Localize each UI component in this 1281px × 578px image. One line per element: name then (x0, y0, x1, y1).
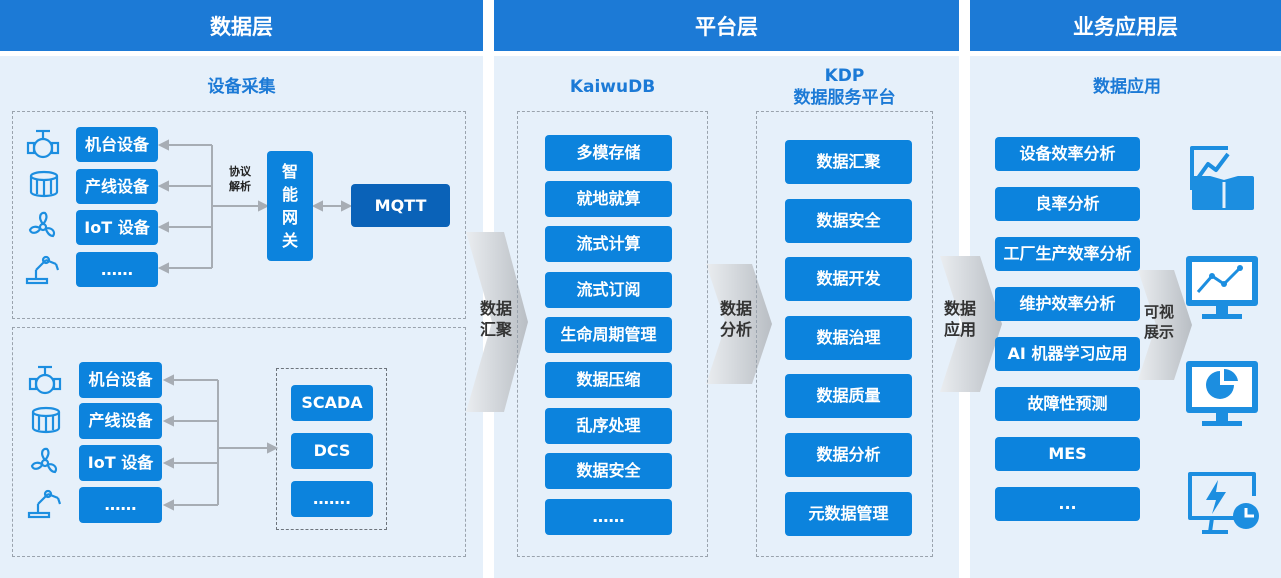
kdp-item[interactable]: 元数据管理 (785, 492, 912, 536)
kaiwudb-item[interactable]: 数据安全 (545, 453, 672, 489)
monitor-pie-icon (1186, 361, 1258, 426)
connectors-group-1 (157, 139, 353, 511)
aggregate-label: 数据 汇聚 (479, 299, 512, 339)
kdp-item[interactable]: 数据安全 (785, 199, 912, 243)
device-machine-2[interactable]: 机台设备 (79, 362, 162, 398)
kdp-item[interactable]: 数据开发 (785, 257, 912, 301)
kaiwudb-item[interactable]: 数据压缩 (545, 362, 672, 398)
kaiwudb-item[interactable]: 多模存储 (545, 135, 672, 171)
display-label: 可视 展示 (1143, 303, 1174, 341)
fan-icon (28, 211, 56, 238)
header-platform-layer: 平台层 (494, 0, 959, 51)
business-item[interactable]: MES (995, 437, 1140, 471)
data-application-title: 数据应用 (1093, 77, 1161, 97)
display-arrow (1138, 270, 1192, 380)
header-business-layer-label: 业务应用层 (1073, 14, 1178, 39)
kaiwudb-group (517, 111, 708, 557)
fan-icon (30, 447, 58, 474)
system-dcs[interactable]: DCS (291, 433, 373, 469)
header-data-layer: 数据层 (0, 0, 483, 51)
business-item[interactable]: 设备效率分析 (995, 137, 1140, 171)
business-item[interactable]: 维护效率分析 (995, 287, 1140, 321)
device-iot-1[interactable]: IoT 设备 (76, 210, 158, 245)
kdp-item[interactable]: 数据质量 (785, 374, 912, 418)
apply-label: 数据 应用 (943, 299, 976, 339)
device-iot-2[interactable]: IoT 设备 (79, 445, 162, 481)
device-line-1[interactable]: 产线设备 (76, 169, 158, 204)
kaiwudb-item[interactable]: 就地就算 (545, 181, 672, 217)
business-item[interactable]: ... (995, 487, 1140, 521)
aggregate-arrow (466, 232, 528, 412)
valve-icon (28, 365, 62, 395)
drum-icon (31, 406, 61, 434)
device-more-2[interactable]: …… (79, 487, 162, 523)
header-business-layer: 业务应用层 (970, 0, 1281, 51)
device-line-2[interactable]: 产线设备 (79, 403, 162, 439)
kaiwudb-title: KaiwuDB (569, 77, 656, 97)
analyze-arrow (706, 264, 772, 384)
device-collection-title: 设备采集 (207, 77, 276, 97)
kaiwudb-item[interactable]: 流式订阅 (545, 272, 672, 308)
monitor-line-chart-icon (1186, 256, 1258, 319)
kdp-item[interactable]: 数据汇聚 (785, 140, 912, 184)
systems-group (276, 368, 387, 530)
business-item[interactable]: 良率分析 (995, 187, 1140, 221)
device-machine-1[interactable]: 机台设备 (76, 127, 158, 162)
mqtt-box[interactable]: MQTT (351, 184, 450, 227)
device-more-1[interactable]: …… (76, 252, 158, 287)
system-scada[interactable]: SCADA (291, 385, 373, 421)
device-group-2 (12, 327, 466, 557)
header-platform-layer-label: 平台层 (695, 14, 758, 39)
valve-icon (26, 129, 60, 159)
robot-arm-icon (27, 489, 62, 519)
kaiwudb-item[interactable]: 乱序处理 (545, 408, 672, 444)
protocol-parse-label: 协议 解析 (229, 165, 251, 193)
business-item[interactable]: AI 机器学习应用 (995, 337, 1140, 371)
monitor-power-icon (1188, 472, 1259, 534)
drum-icon (29, 170, 59, 198)
device-group-1 (12, 111, 466, 319)
apply-arrow (940, 256, 1002, 392)
smart-gateway[interactable]: 智 能 网 关 (267, 151, 313, 261)
kaiwudb-item[interactable]: …… (545, 499, 672, 535)
system-more[interactable]: ……. (291, 481, 373, 517)
kdp-group (756, 111, 933, 557)
business-item[interactable]: 工厂生产效率分析 (995, 237, 1140, 271)
robot-arm-icon (25, 255, 60, 285)
kdp-item[interactable]: 数据治理 (785, 316, 912, 360)
chart-book-icon (1190, 146, 1254, 210)
business-item[interactable]: 故障性预测 (995, 387, 1140, 421)
kaiwudb-item[interactable]: 生命周期管理 (545, 317, 672, 353)
analyze-label: 数据 分析 (719, 299, 752, 339)
header-data-layer-label: 数据层 (210, 14, 273, 39)
kdp-item[interactable]: 数据分析 (785, 433, 912, 477)
kaiwudb-item[interactable]: 流式计算 (545, 226, 672, 262)
kdp-title: KDP 数据服务平台 (793, 66, 896, 108)
